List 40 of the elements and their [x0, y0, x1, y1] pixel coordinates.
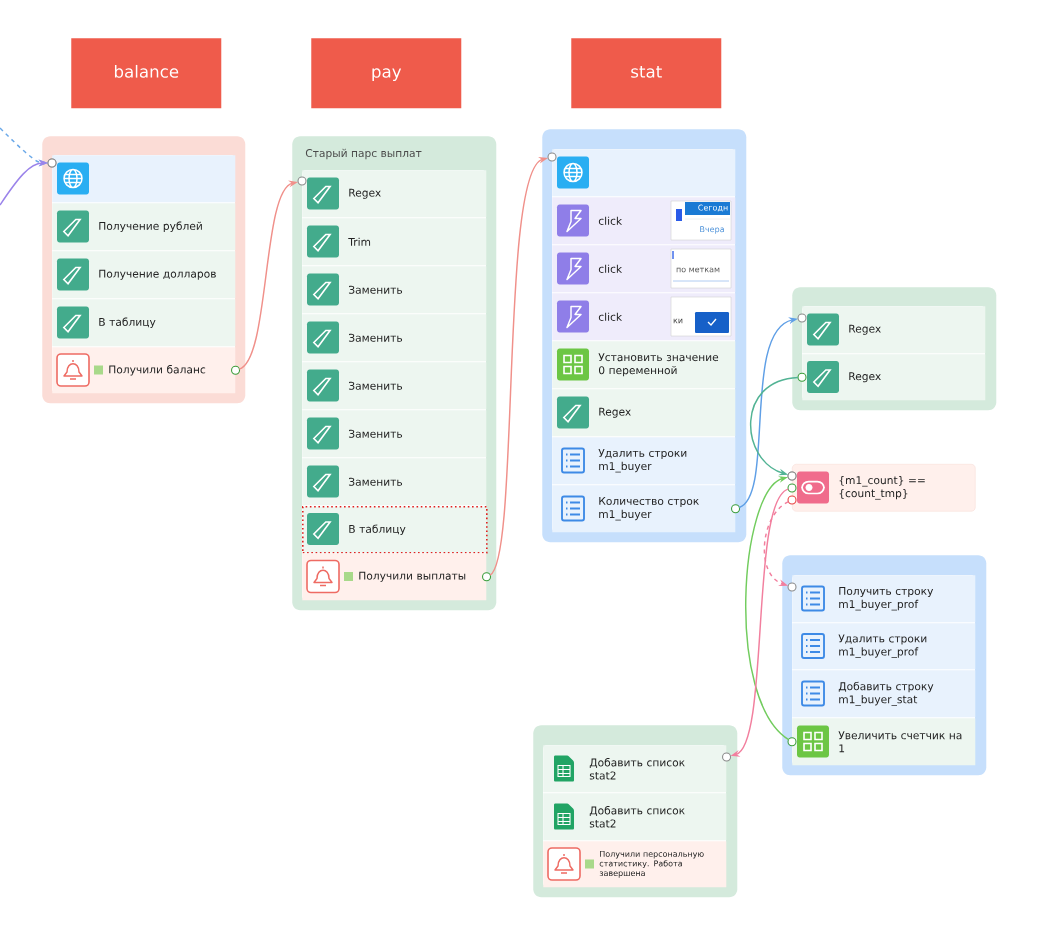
node-label: Regex — [849, 324, 881, 335]
node-label: Заменить — [348, 333, 403, 342]
node-label: Regex — [599, 407, 631, 418]
arrow — [745, 476, 790, 741]
thumbnail-text: Вчера — [700, 226, 724, 234]
step-row: Удалить строки m1_buyer_prof — [792, 623, 976, 670]
node-label: Regex — [849, 372, 881, 383]
step-row: Удалить строки m1_buyer — [552, 437, 736, 485]
node-label: Получение долларов — [99, 269, 216, 280]
node-label: Получить строку m1_buyer_prof — [839, 587, 934, 611]
node-label: В таблицу — [99, 317, 156, 329]
node-label: Установить значение 0 переменной — [598, 353, 719, 377]
node-label: Заменить — [348, 381, 403, 390]
node-label: click — [598, 264, 623, 273]
step-row: Добавить список stat2 — [543, 793, 727, 841]
node-label: Количество строк m1_buyer — [599, 497, 699, 521]
node-label: Получение рублей — [99, 221, 202, 233]
step-row: Добавить список stat2 — [543, 745, 727, 793]
thumbnail-text: Сегодн — [698, 204, 728, 212]
title-box: stat — [571, 38, 722, 109]
node-label: click — [598, 216, 623, 225]
node-label: Заменить — [348, 285, 403, 294]
node-label: Удалить строки m1_buyer_prof — [838, 634, 927, 658]
title-box: balance — [71, 38, 222, 109]
node-label: Trim — [348, 237, 371, 246]
node-label: Добавить список stat2 — [589, 806, 685, 828]
node-label: Заменить — [348, 429, 403, 438]
title-box: pay — [311, 38, 462, 109]
node-label: Добавить список stat2 — [589, 758, 685, 780]
step-row: Количество строк m1_buyer — [552, 485, 736, 533]
step-row: Добавить строку m1_buyer_stat — [792, 670, 976, 718]
node-label: click — [598, 312, 623, 321]
thumbnail-text: ки — [673, 318, 683, 324]
thumbnail-text: по меткам — [676, 267, 720, 273]
node-label: Regex — [349, 188, 381, 199]
node-label: Заменить — [348, 477, 403, 486]
arrow — [750, 376, 799, 476]
node-label: Удалить строки m1_buyer — [598, 449, 687, 473]
node-label: Добавить строку m1_buyer_stat — [838, 681, 934, 706]
step-row: Получить строку m1_buyer_prof — [792, 575, 976, 623]
